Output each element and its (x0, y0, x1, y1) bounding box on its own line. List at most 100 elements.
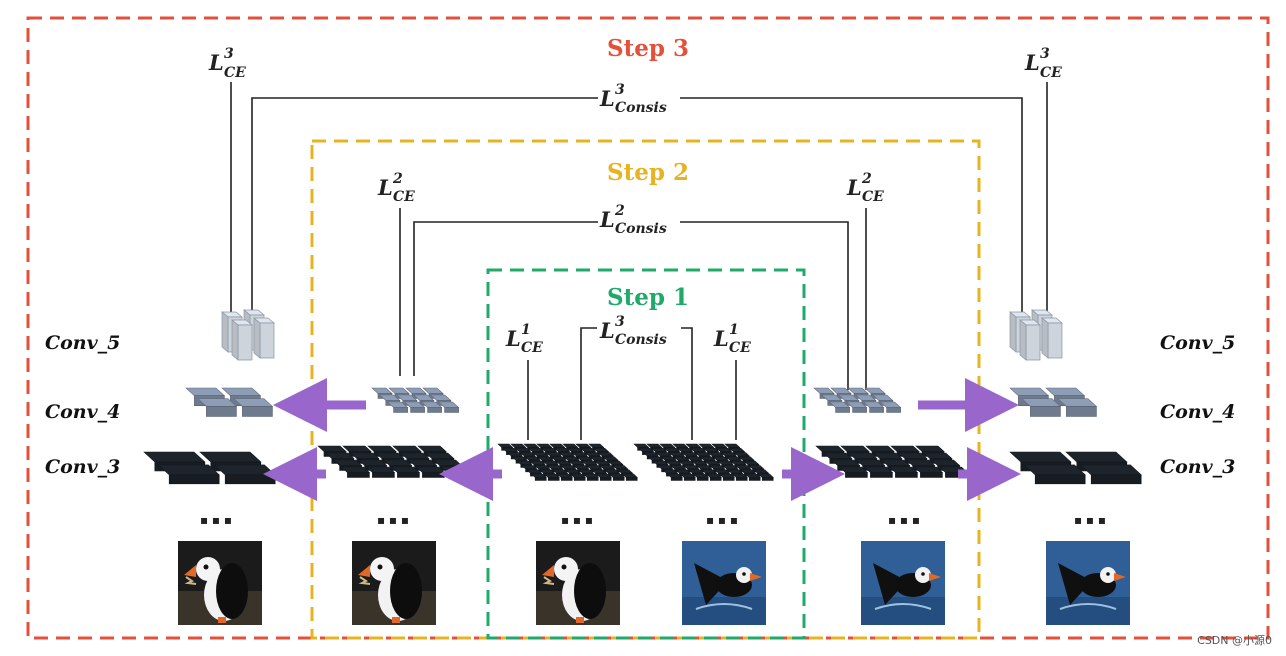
conv4-block (386, 401, 409, 413)
conv3-block (863, 466, 894, 478)
conv3-block (838, 466, 869, 478)
svg-text:L: L (846, 175, 862, 200)
loss-ce1-right: L 1 CE (713, 322, 751, 356)
conv3-block (569, 473, 586, 481)
ellipsis-1: ▪ ▪ ▪ (200, 513, 232, 527)
conv3-block (582, 473, 599, 481)
watermark: CSDN @小源0 (1197, 634, 1272, 647)
conv5-block (231, 319, 253, 361)
conv4-feature-maps-right (1009, 387, 1098, 417)
conv4-block (197, 398, 238, 417)
conv3-feature-maps-left (143, 451, 276, 485)
ellipsis-3: ▪ ▪ ▪ (561, 513, 593, 527)
svg-text:3: 3 (224, 46, 234, 62)
svg-text:L: L (713, 326, 729, 351)
conv3-label-right: Conv_3 (1160, 456, 1235, 478)
ellipsis-5: ▪ ▪ ▪ (888, 513, 920, 527)
conv4-block (828, 401, 851, 413)
conv3-block (415, 466, 446, 478)
conv3-block (679, 473, 696, 481)
conv3-block (157, 464, 220, 485)
conv3-feature-maps-right (1009, 451, 1142, 485)
conv4-feature-maps-step2-left (371, 387, 460, 413)
conv3-block (595, 473, 612, 481)
svg-text:2: 2 (392, 171, 403, 187)
svg-text:CE: CE (862, 189, 884, 205)
svg-text:Consis: Consis (615, 221, 667, 237)
svg-text:L: L (599, 318, 615, 343)
svg-text:L: L (1024, 50, 1040, 75)
conv3-block (913, 466, 944, 478)
svg-text:CE: CE (729, 340, 751, 356)
conv4-feature-maps-left (185, 387, 274, 417)
conv5-block (253, 317, 275, 359)
svg-text:1: 1 (521, 322, 531, 338)
conv4-block (879, 401, 902, 413)
conv4-block (403, 401, 426, 413)
conv3-label-left: Conv_3 (45, 456, 120, 478)
diving-puffin-image-3 (1046, 541, 1130, 625)
step3-title: Step 3 (607, 35, 689, 62)
conv4-block (1057, 398, 1098, 417)
step1-title: Step 1 (607, 284, 689, 311)
svg-text:2: 2 (861, 171, 872, 187)
loss-consis3-inner: L 3 Consis (599, 314, 667, 348)
puffin-image-3 (536, 541, 620, 625)
conv3-block (365, 466, 396, 478)
svg-text:CE: CE (521, 340, 543, 356)
ellipsis-4: ▪ ▪ ▪ (706, 513, 738, 527)
conv3-feature-maps-step1-left (497, 443, 638, 481)
conv3-block (440, 466, 471, 478)
conv5-block (1019, 319, 1041, 361)
conv3-block (757, 473, 774, 481)
conv5-label-right: Conv_5 (1160, 332, 1235, 354)
conv4-block (437, 401, 460, 413)
step3-box (26, 16, 1270, 640)
svg-text:L: L (599, 86, 615, 111)
conv4-block (420, 401, 443, 413)
step2-title: Step 2 (607, 159, 689, 186)
step1-box (486, 268, 806, 640)
conv3-block (543, 473, 560, 481)
svg-text:3: 3 (1040, 46, 1050, 62)
conv3-feature-maps-step2-right (815, 445, 969, 478)
loss-wires (230, 82, 1048, 440)
loss-ce3-left: L 3 CE (208, 46, 246, 81)
diving-puffin-image-2 (861, 541, 945, 625)
loss-ce3-right: L 3 CE (1024, 46, 1062, 81)
loss-ce2-left: L 2 CE (377, 171, 415, 205)
conv3-block (621, 473, 638, 481)
ellipsis-2: ▪ ▪ ▪ (377, 513, 409, 527)
conv3-block (530, 473, 547, 481)
conv3-feature-maps-step2-left (317, 445, 471, 478)
conv3-block (1079, 464, 1142, 485)
loss-ce2-right: L 2 CE (846, 171, 884, 205)
loss-ce1-left: L 1 CE (505, 322, 543, 356)
conv3-block (390, 466, 421, 478)
svg-text:CE: CE (224, 65, 246, 81)
svg-text:3: 3 (615, 314, 625, 330)
conv3-block (1023, 464, 1086, 485)
conv5-block (1041, 317, 1063, 359)
svg-text:3: 3 (615, 82, 625, 98)
conv4-block (862, 401, 885, 413)
conv3-block (705, 473, 722, 481)
conv3-block (692, 473, 709, 481)
conv3-feature-maps-step1-right (633, 443, 774, 481)
conv5-feature-maps-left (221, 309, 275, 361)
svg-text:1: 1 (729, 322, 739, 338)
svg-text:Consis: Consis (615, 100, 667, 116)
puffin-image-2 (352, 541, 436, 625)
conv5-feature-maps-right (1009, 309, 1063, 361)
loss-consis3-top: L 3 Consis (599, 82, 667, 116)
svg-text:Consis: Consis (615, 332, 667, 348)
loss-consis2: L 2 Consis (599, 203, 667, 237)
puffin-image-1 (178, 541, 262, 625)
conv4-label-left: Conv_4 (45, 401, 120, 423)
svg-text:L: L (208, 50, 224, 75)
conv3-block (744, 473, 761, 481)
conv3-block (608, 473, 625, 481)
conv3-block (556, 473, 573, 481)
conv4-block (233, 398, 274, 417)
